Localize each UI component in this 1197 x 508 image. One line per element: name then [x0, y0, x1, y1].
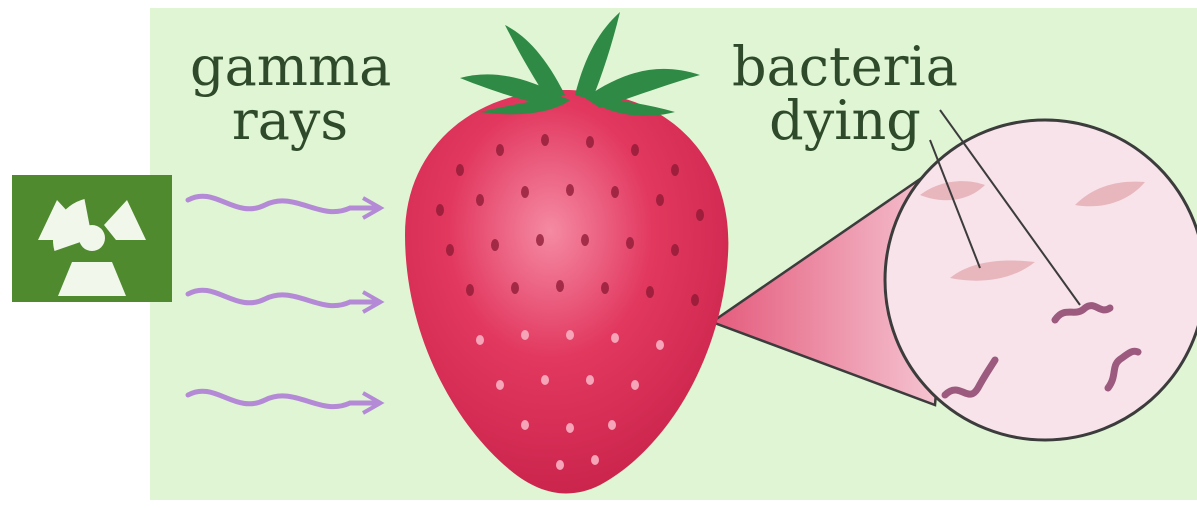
bacteria-label-line2: dying — [730, 94, 960, 148]
bacteria-label-line1: bacteria — [730, 40, 960, 94]
gamma-label-line2: rays — [190, 94, 390, 148]
wave-arrow-icon — [188, 290, 378, 305]
wave-arrow-icon — [188, 391, 378, 406]
radiation-icon — [12, 175, 172, 302]
gamma-label-line1: gamma — [190, 40, 390, 94]
bacteria-dying-label: bacteria dying — [730, 40, 960, 148]
wave-arrow-icon — [188, 196, 378, 211]
magnifier-icon — [885, 120, 1197, 440]
gamma-rays-label: gamma rays — [190, 40, 390, 148]
wave-arrows — [188, 196, 378, 406]
strawberry-icon — [405, 12, 728, 493]
